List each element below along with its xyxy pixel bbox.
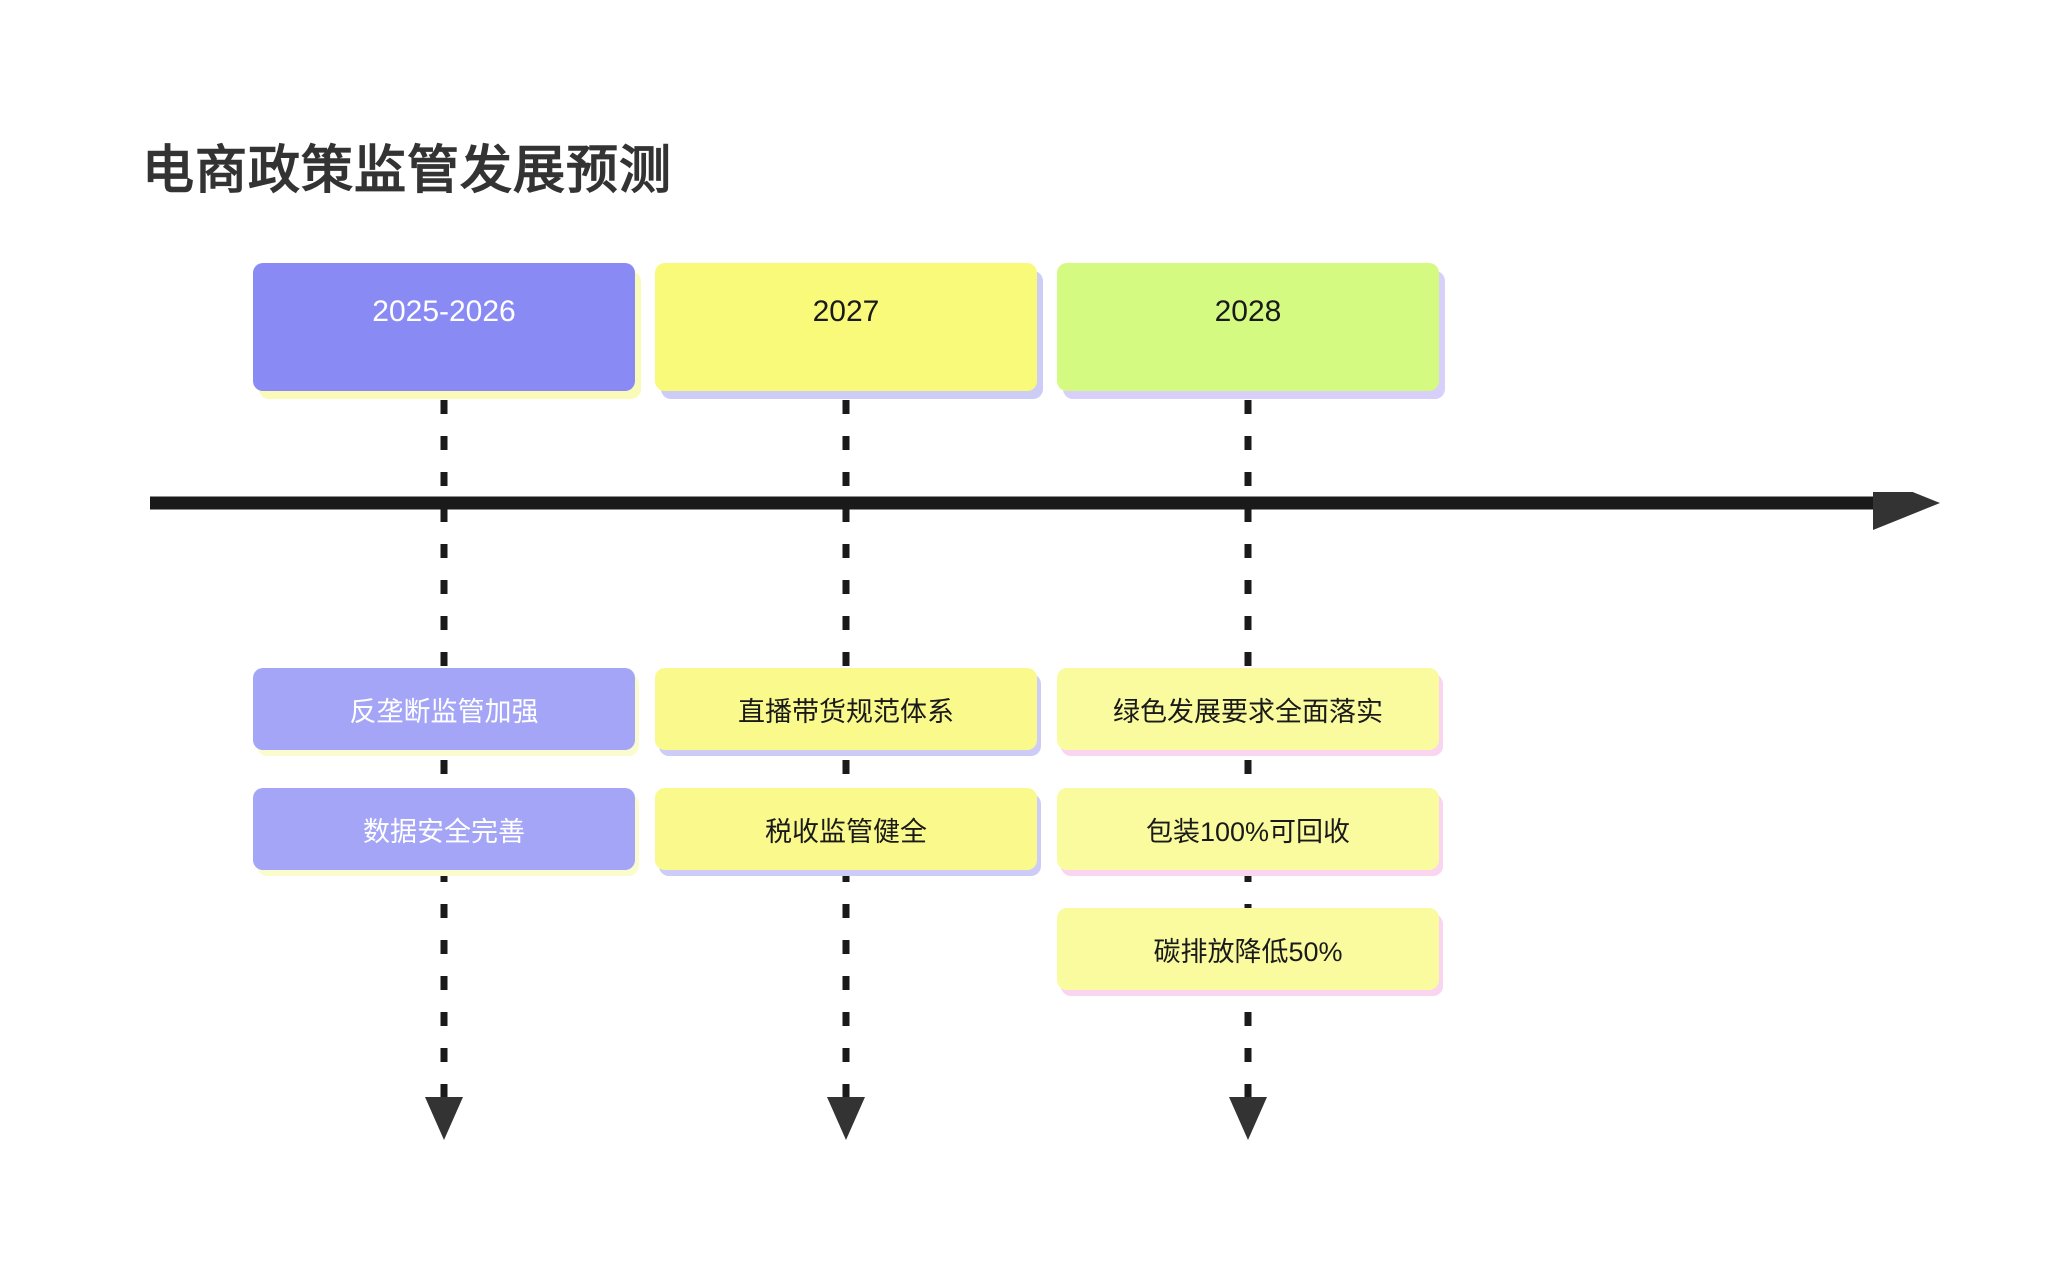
dashed-connector-down-2027 xyxy=(827,400,865,1140)
event-box[interactable]: 碳排放降低50% xyxy=(1057,908,1439,990)
event-box[interactable]: 直播带货规范体系 xyxy=(655,668,1037,750)
event-label: 反垄断监管加强 xyxy=(349,696,539,727)
event-label: 税收监管健全 xyxy=(765,816,927,847)
dashed-connector-down-2025-2026 xyxy=(425,400,463,1140)
event-box[interactable]: 包装100%可回收 xyxy=(1057,788,1439,870)
period-label: 2025-2026 xyxy=(372,295,516,328)
event-box[interactable]: 反垄断监管加强 xyxy=(253,668,635,750)
period-card-2027[interactable]: 2027 xyxy=(655,263,1037,391)
page-title: 电商政策监管发展预测 xyxy=(142,142,673,200)
timeline-arrow-right-icon xyxy=(1873,492,1940,530)
period-label: 2027 xyxy=(812,295,880,328)
event-label: 包装100%可回收 xyxy=(1145,816,1351,847)
timeline-axis xyxy=(150,492,1940,530)
event-label: 碳排放降低50% xyxy=(1153,936,1343,967)
event-box[interactable]: 绿色发展要求全面落实 xyxy=(1057,668,1439,750)
dashed-connector-down-2028 xyxy=(1229,400,1267,1140)
event-label: 直播带货规范体系 xyxy=(738,696,954,727)
period-label: 2028 xyxy=(1214,295,1282,328)
event-label: 数据安全完善 xyxy=(363,816,525,847)
period-card-2028[interactable]: 2028 xyxy=(1057,263,1439,391)
event-box[interactable]: 税收监管健全 xyxy=(655,788,1037,870)
period-card-2025-2026[interactable]: 2025-2026 xyxy=(253,263,635,391)
event-box[interactable]: 数据安全完善 xyxy=(253,788,635,870)
event-label: 绿色发展要求全面落实 xyxy=(1113,696,1383,727)
